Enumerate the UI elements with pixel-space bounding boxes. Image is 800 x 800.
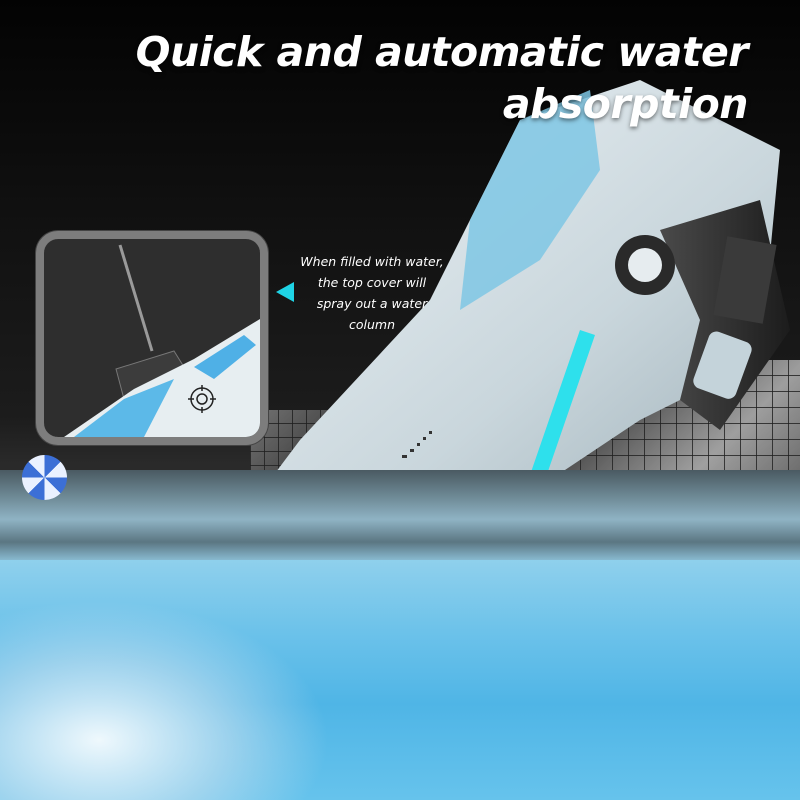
water-surface xyxy=(0,470,800,560)
callout-pointer-icon xyxy=(276,282,294,302)
callout-line-1: When filled with water, xyxy=(300,254,444,269)
closeup-inset-frame xyxy=(36,231,268,445)
water-jet-splash xyxy=(0,600,330,800)
crosshair-emblem-icon xyxy=(188,385,216,413)
callout-line-4: column xyxy=(348,317,395,332)
headline-line-2: absorption xyxy=(502,80,749,128)
callout-line-3: spray out a water xyxy=(316,296,428,311)
callout-text: When filled with water, the top cover wi… xyxy=(284,251,460,335)
beach-ball-icon xyxy=(22,455,67,500)
headline: Quick and automatic water absorption xyxy=(108,26,749,130)
top-cover-closeup-image xyxy=(44,239,260,437)
headline-line-1: Quick and automatic water xyxy=(135,28,749,76)
callout-line-2: the top cover will xyxy=(317,275,427,290)
